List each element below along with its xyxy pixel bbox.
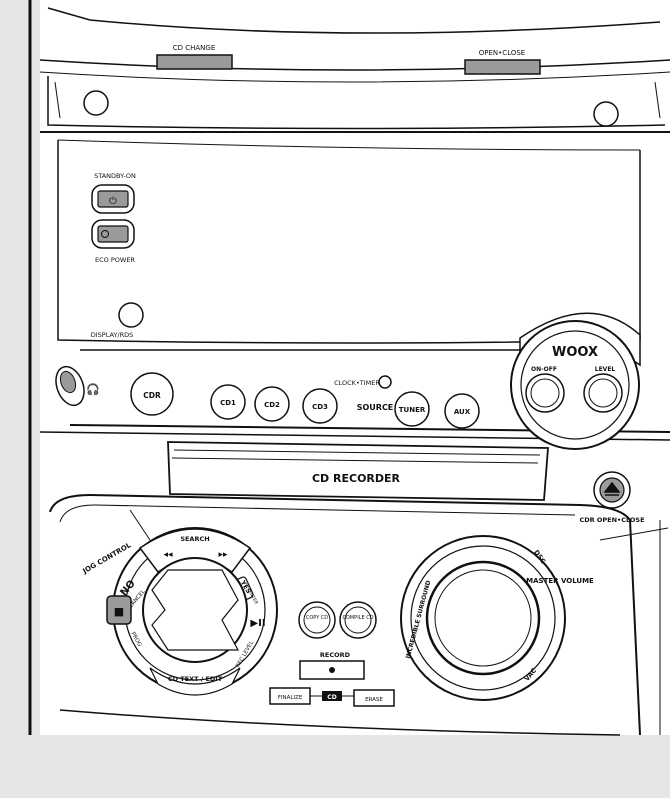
headphone-jack[interactable]: 🎧 [51, 363, 100, 409]
eco-power-button[interactable] [91, 219, 135, 249]
cd1-button[interactable]: CD1 [210, 384, 246, 420]
tuner-button-label: TUNER [399, 406, 426, 414]
fast-forward-icon: ▸▸ [218, 550, 228, 560]
lower-control-panel [49, 493, 669, 736]
cd-recorder-title: CD RECORDER [312, 472, 401, 485]
standby-on-button[interactable]: ⏻ [91, 184, 135, 214]
source-label: SOURCE [357, 403, 394, 412]
display-rds-button[interactable] [118, 302, 144, 328]
copy-cd-label: COPY CD [306, 615, 328, 621]
copy-cd-button[interactable]: COPY CD [298, 601, 336, 639]
cd3-button-label: CD3 [312, 403, 328, 411]
clock-timer-label: CLOCK•TIMER [334, 379, 380, 387]
compile-cd-label: COMPILE CD [342, 615, 373, 621]
tuner-button[interactable]: TUNER [394, 391, 430, 427]
finalize-label: FINALIZE [278, 695, 303, 701]
compile-cd-button[interactable]: COMPILE CD [339, 601, 377, 639]
record-dot-icon [329, 667, 335, 673]
cd-badge [322, 691, 342, 701]
record-button[interactable] [299, 660, 365, 680]
erase-label: ERASE [365, 697, 383, 703]
master-volume-knob[interactable] [425, 560, 541, 676]
left-screw [83, 90, 109, 116]
cdr-open-close-button[interactable] [593, 471, 631, 509]
woox-level-knob[interactable] [583, 373, 623, 413]
cd2-button[interactable]: CD2 [254, 386, 290, 422]
standby-on-label: STANDBY-ON [94, 172, 136, 180]
play-pause-button[interactable]: ▶II [250, 618, 265, 629]
rewind-icon: ◂◂ [163, 550, 173, 560]
eject-icon [603, 481, 621, 496]
clock-timer-button[interactable] [378, 375, 392, 389]
cd-recorder-tray: CD RECORDER [167, 441, 549, 501]
cd-change-label: CD CHANGE [173, 44, 216, 52]
master-volume-label: MASTER VOLUME [526, 577, 594, 585]
cdr-button-label: CDR [143, 391, 161, 400]
stop-button[interactable]: ■ [106, 595, 132, 625]
woox-on-off-label: ON-OFF [531, 366, 557, 373]
aux-button-label: AUX [454, 408, 471, 416]
cd2-button-label: CD2 [264, 401, 280, 409]
record-label: RECORD [320, 651, 351, 659]
eco-power-label: ECO POWER [95, 256, 135, 264]
play-pause-icon: ▶II [250, 618, 265, 629]
woox-title: WOOX [552, 345, 598, 360]
open-close-label: OPEN•CLOSE [479, 49, 525, 57]
power-icon: ⏻ [109, 196, 117, 207]
cd1-button-label: CD1 [220, 399, 236, 407]
right-screw [593, 101, 619, 127]
woox-level-label: LEVEL [595, 366, 616, 373]
woox-on-off-button[interactable] [525, 373, 565, 413]
cd-text-edit-button[interactable]: CD TEXT / EDIT [149, 667, 241, 696]
finalize-button[interactable]: FINALIZE [269, 687, 311, 705]
cd-change-button[interactable] [156, 54, 233, 70]
headphone-icon: 🎧 [86, 383, 100, 396]
eco-led-icon [101, 230, 109, 238]
search-label: SEARCH [180, 535, 209, 543]
cd-changer-tray: CD CHANGE OPEN•CLOSE [39, 7, 670, 130]
cdr-open-close-label: CDR OPEN•CLOSE [579, 516, 644, 524]
erase-button[interactable]: ERASE [353, 689, 395, 707]
jog-wheel[interactable] [142, 557, 248, 663]
aux-button[interactable]: AUX [444, 393, 480, 429]
cd3-button[interactable]: CD3 [302, 388, 338, 424]
stop-icon: ■ [114, 605, 124, 618]
open-close-button[interactable] [464, 59, 541, 75]
display-rds-label: DISPLAY/RDS [91, 331, 134, 339]
cdr-button[interactable]: CDR [130, 372, 174, 416]
cd-text-edit-label: CD TEXT / EDIT [168, 675, 223, 683]
cd-badge-label: CD [327, 694, 336, 701]
